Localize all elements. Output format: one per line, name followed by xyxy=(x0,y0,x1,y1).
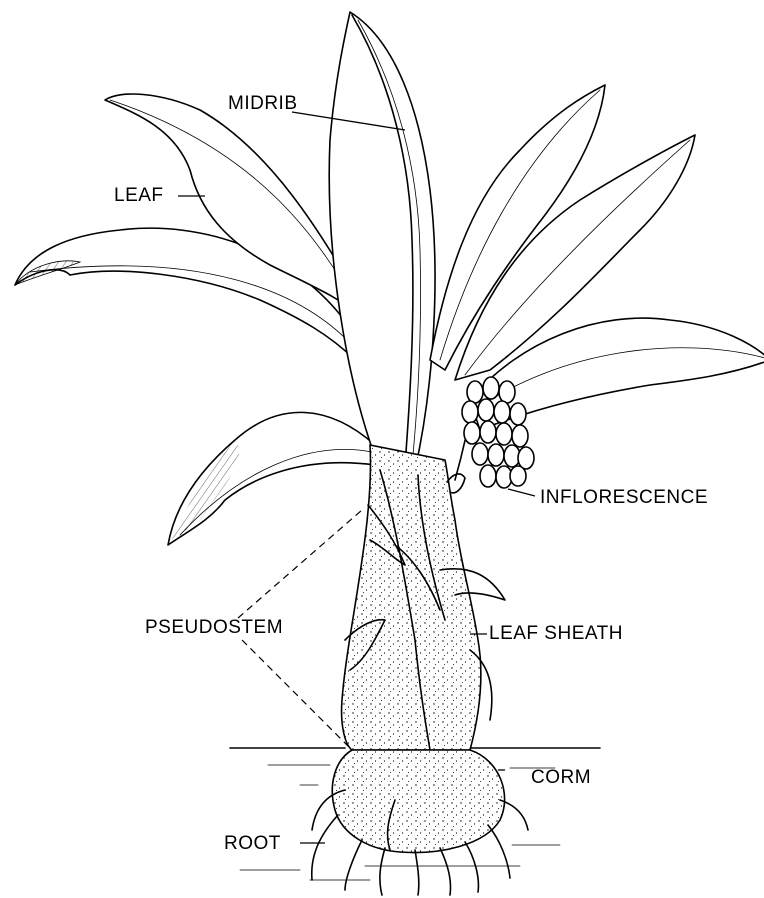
leaf-lower-left xyxy=(168,412,375,545)
leaf-central xyxy=(329,12,435,470)
label-midrib: MIDRIB xyxy=(228,94,298,113)
label-corm: CORM xyxy=(531,768,591,787)
pseudostem xyxy=(342,445,505,750)
pseudostem-leader-lower xyxy=(242,640,350,748)
label-leaf-sheath: LEAF SHEATH xyxy=(489,624,623,643)
label-pseudostem: PSEUDOSTEM xyxy=(145,618,283,637)
label-leaf: LEAF xyxy=(114,186,164,205)
corm xyxy=(332,750,504,853)
inflorescence-leader xyxy=(508,489,535,496)
pseudostem-leader-upper xyxy=(238,510,362,618)
label-root: ROOT xyxy=(224,834,281,853)
label-inflorescence: INFLORESCENCE xyxy=(540,488,708,507)
